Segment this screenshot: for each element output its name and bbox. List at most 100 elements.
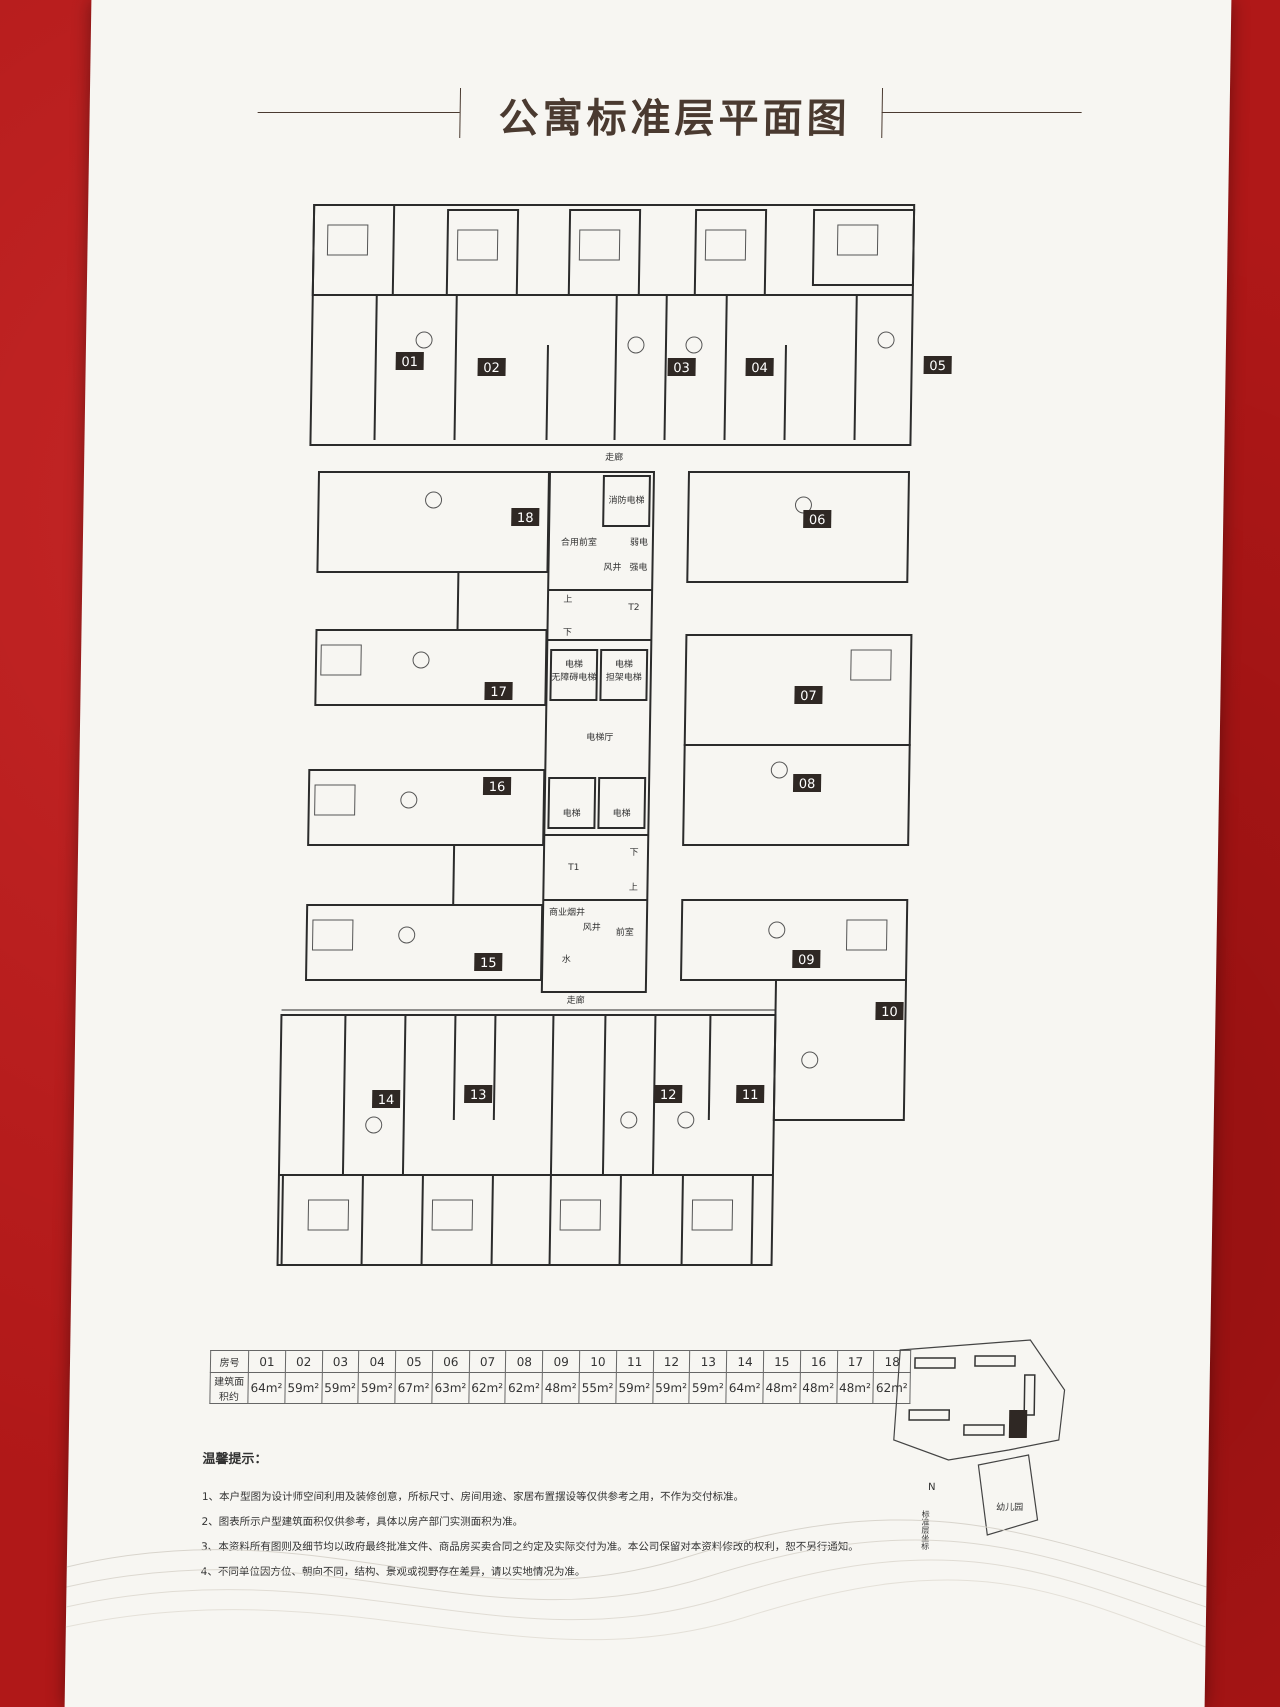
- unit-label-07: 07: [794, 686, 823, 704]
- unit16: [307, 769, 546, 846]
- north-arrow-icon: N: [928, 1482, 936, 1493]
- unit-label-11: 11: [736, 1085, 765, 1103]
- unit-no-cell: 08: [505, 1350, 543, 1373]
- unit06: [686, 471, 911, 583]
- joint-anteroom-label: 合用前室: [561, 536, 597, 548]
- elevator-3-label: 电梯: [563, 807, 581, 819]
- unit-label-09: 09: [792, 950, 821, 968]
- unit-label-03-text: 03: [673, 361, 690, 376]
- unit-area-cell: 59m²: [358, 1372, 396, 1404]
- corridor-bottom-label: 走廊: [567, 994, 585, 1006]
- anteroom-label: 前室: [616, 926, 634, 938]
- unit-no-cell: 13: [689, 1350, 727, 1373]
- unit-label-15: 15: [474, 953, 503, 971]
- unit-label-07-text: 07: [800, 689, 817, 704]
- unit-area-cell: 63m²: [431, 1372, 470, 1404]
- unit-label-02-text: 02: [483, 361, 500, 376]
- site-highlight-building: [1008, 1410, 1028, 1438]
- unit-label-18: 18: [511, 508, 540, 526]
- unit-labels: 01 02 03 04 05 06 07 08 09 10 11 12 13 1…: [372, 352, 952, 1108]
- unit-no-cell: 17: [836, 1350, 874, 1373]
- unit-area-cell: 59m²: [321, 1372, 359, 1404]
- unit08: [682, 744, 911, 846]
- area-table-row-area: 建筑面积约 64m² 59m² 59m² 59m² 67m² 63m² 62m²…: [209, 1372, 911, 1404]
- unit-area-cell: 64m²: [726, 1372, 764, 1404]
- top-block-outline: [309, 204, 916, 446]
- commercial-flue-label: 商业烟井: [549, 906, 585, 918]
- elevator-hall-label: 电梯厅: [586, 731, 613, 743]
- weak-electric-label: 弱电: [630, 536, 648, 548]
- unit-area-cell: 59m²: [615, 1372, 653, 1404]
- stair-t2-label: T2: [627, 603, 639, 613]
- core: [540, 471, 656, 993]
- unit-label-04-text: 04: [751, 361, 768, 376]
- unit-label-05-text: 05: [929, 359, 946, 374]
- unit-label-08: 08: [792, 774, 822, 792]
- unit-label-13: 13: [464, 1085, 493, 1103]
- unit-label-10: 10: [875, 1002, 904, 1020]
- unit-area-cell: 48m²: [542, 1372, 580, 1404]
- unit05-bedroom: [811, 209, 916, 286]
- water-label: 水: [562, 953, 571, 965]
- unit-no-cell: 11: [616, 1350, 654, 1373]
- site-buildings: [908, 1355, 1036, 1436]
- unit-area-cell: 59m²: [689, 1372, 727, 1404]
- unit-area-cell: 48m²: [836, 1372, 874, 1404]
- unit-area-cell: 59m²: [284, 1372, 322, 1404]
- unit-label-01-text: 01: [401, 355, 418, 370]
- stair-up-label: 上: [563, 594, 572, 605]
- unit-label-04: 04: [745, 358, 774, 376]
- unit-label-15-text: 15: [480, 956, 497, 971]
- unit-no-cell: 07: [469, 1350, 507, 1373]
- unit-no-cell: 05: [395, 1350, 433, 1373]
- stretcher-elevator-label: 担架电梯: [606, 671, 642, 683]
- area-table-row-no: 房号 01 02 03 04 05 06 07 08 09 10 11 12 1…: [210, 1350, 911, 1373]
- unit-label-01: 01: [395, 352, 424, 370]
- elevator-4-label: 电梯: [613, 807, 631, 819]
- area-table-header-area: 建筑面积约: [209, 1372, 249, 1404]
- unit-label-17-text: 17: [490, 685, 507, 700]
- bottom-block-outline: [276, 1014, 777, 1266]
- fire-elevator-label: 消防电梯: [608, 494, 644, 506]
- brochure-sheet: 公寓标准层平面图: [64, 0, 1232, 1707]
- elevator-1-label: 电梯: [565, 658, 583, 670]
- unit15: [304, 904, 544, 981]
- unit-label-12-text: 12: [660, 1088, 677, 1103]
- furniture: [307, 224, 895, 1231]
- decorative-swoosh: [65, 1519, 1207, 1648]
- unit-no-cell: 15: [763, 1350, 801, 1373]
- kindergarten-label: 幼儿园: [996, 1501, 1023, 1513]
- strong-electric-label: 强电: [629, 561, 647, 573]
- unit-label-18-text: 18: [517, 511, 534, 526]
- unit-no-cell: 14: [726, 1350, 764, 1373]
- unit-label-05: 05: [923, 356, 952, 374]
- barrier-free-elevator-label: 无障碍电梯: [551, 671, 596, 683]
- unit18: [316, 471, 551, 573]
- unit-area-cell: 55m²: [578, 1372, 617, 1404]
- stair-t1-label: T1: [567, 863, 579, 873]
- kindergarten-outline: [977, 1454, 1039, 1536]
- sitemap-legend: 标准层坐标: [921, 1509, 931, 1551]
- unit-area-cell: 59m²: [652, 1372, 690, 1404]
- unit-label-11-text: 11: [742, 1088, 759, 1103]
- unit-area-cell: 62m²: [505, 1372, 543, 1404]
- unit-label-13-text: 13: [470, 1088, 487, 1103]
- unit10: [772, 979, 908, 1121]
- unit-no-cell: 12: [652, 1350, 691, 1373]
- unit-area-cell: 67m²: [394, 1372, 433, 1404]
- unit-label-16-text: 16: [489, 780, 506, 795]
- area-table-header-no: 房号: [210, 1350, 249, 1373]
- room-labels: 走廊 合用前室 消防电梯 弱电 强电 风井 T2 上 下 电梯 无障碍电梯 电梯…: [549, 451, 648, 1006]
- unit-no-cell: 16: [800, 1350, 838, 1373]
- unit-area-cell: 62m²: [468, 1372, 506, 1404]
- unit-label-17: 17: [484, 682, 513, 700]
- stair-up-2-label: 上: [629, 882, 638, 893]
- unit-no-cell: 03: [321, 1350, 360, 1373]
- shaft-label: 风井: [603, 561, 621, 573]
- unit-label-12: 12: [654, 1085, 683, 1103]
- site-boundary: [893, 1339, 1066, 1461]
- fire-elevator-box: [602, 475, 651, 527]
- unit14-bedroom: [280, 1174, 364, 1266]
- unit17: [314, 629, 548, 706]
- elevator-2-label: 电梯: [615, 658, 633, 670]
